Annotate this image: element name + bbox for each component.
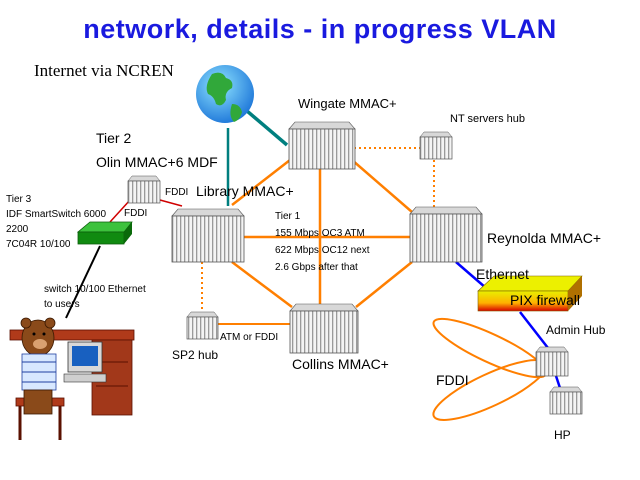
switch-note-line-2: to users xyxy=(44,299,80,310)
tier3-line-4: 7C04R 10/100 xyxy=(6,239,71,250)
tier3-line-3: 2200 xyxy=(6,224,29,235)
globe-icon xyxy=(196,65,254,123)
hub-nt-servers xyxy=(419,131,453,160)
link-adminhub-hp xyxy=(554,375,562,389)
firewall-icon xyxy=(477,275,583,312)
tier3-line-2: IDF SmartSwitch 6000 xyxy=(6,209,107,220)
collins-label: Collins MMAC+ xyxy=(292,356,389,372)
tier3-line-1: Tier 3 xyxy=(6,194,32,205)
page-title: network, details - in progress VLAN xyxy=(83,14,557,44)
switch-chassis-collins xyxy=(289,303,359,354)
tier1-line-2: 155 Mbps OC3 ATM xyxy=(275,228,365,239)
tier3-block: Tier 3 IDF SmartSwitch 6000 2200 7C04R 1… xyxy=(6,192,106,252)
tier1-line-4: 2.6 Gbps after that xyxy=(275,262,358,273)
link-wingate-reynolda xyxy=(351,159,413,213)
reynolda-label: Reynolda MMAC+ xyxy=(487,230,601,246)
internet-label: Internet via NCREN xyxy=(34,61,174,80)
link-pix-adminhub xyxy=(519,311,549,349)
fddi-olin-switch-label: FDDI xyxy=(124,208,148,219)
sp2-label: SP2 hub xyxy=(172,348,219,362)
tier1-line-3: 622 Mbps OC12 next xyxy=(275,245,370,256)
pix-label: PIX firewall xyxy=(510,292,581,308)
nt-hub-label: NT servers hub xyxy=(450,113,525,125)
hub-hp xyxy=(549,386,583,415)
smartswitch-icon xyxy=(76,221,133,245)
library-label: Library MMAC+ xyxy=(196,183,294,199)
user-workstation-icon xyxy=(9,317,135,440)
admin-hub-label: Admin Hub xyxy=(546,323,606,337)
hub-olin xyxy=(127,175,161,204)
switch-note-line-1: switch 10/100 Ethernet xyxy=(44,284,146,295)
fddi-ring-label: FDDI xyxy=(436,372,469,388)
hub-admin xyxy=(535,346,569,377)
link-reynolda-pix xyxy=(455,261,487,289)
olin-label: Olin MMAC+6 MDF xyxy=(96,154,218,170)
ethernet-label: Ethernet xyxy=(476,266,529,282)
link-olin-library xyxy=(159,199,183,207)
tier1-line-1: Tier 1 xyxy=(275,211,301,222)
link-library-collins xyxy=(231,261,293,308)
hp-label: HP xyxy=(554,428,571,442)
link-wingate-library xyxy=(231,159,291,206)
switch-chassis-library xyxy=(171,208,245,263)
backbone-links xyxy=(231,159,413,308)
switch-chassis-reynolda xyxy=(409,206,483,263)
atm-fddi-label: ATM or FDDI xyxy=(220,332,279,343)
fddi-olin-label: FDDI xyxy=(165,187,189,198)
link-olin-smartswitch xyxy=(109,199,131,223)
wingate-label: Wingate MMAC+ xyxy=(298,96,397,111)
fddi-ring-lower xyxy=(432,359,548,421)
link-reynolda-collins xyxy=(355,261,413,308)
switch-note-block: switch 10/100 Ethernet to users xyxy=(44,282,146,312)
hub-sp2 xyxy=(186,311,219,340)
tier2-label: Tier 2 xyxy=(96,130,132,146)
switch-chassis-wingate xyxy=(288,121,356,170)
link-switch-user xyxy=(65,245,101,319)
tier1-block: Tier 1 155 Mbps OC3 ATM 622 Mbps OC12 ne… xyxy=(275,208,370,276)
